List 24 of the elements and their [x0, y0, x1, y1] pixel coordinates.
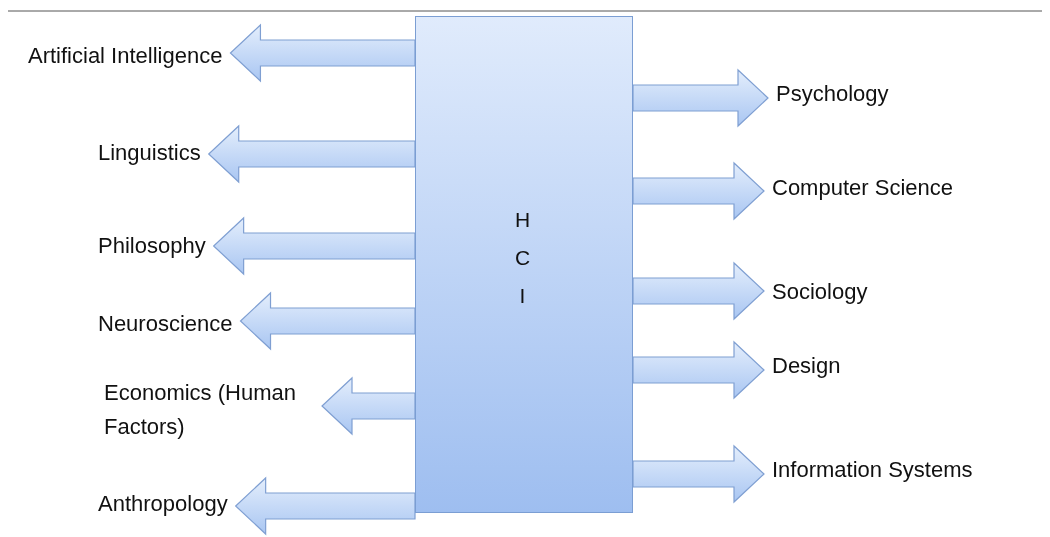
discipline-label: Artificial Intelligence	[28, 39, 223, 72]
block-arrow	[632, 261, 765, 321]
discipline-label: Psychology	[776, 77, 889, 110]
panel-title: H C I	[513, 207, 532, 309]
block-arrow	[207, 124, 416, 184]
discipline-label: Economics (Human Factors)	[104, 376, 314, 445]
discipline-label: Philosophy	[98, 229, 206, 262]
block-arrow	[632, 161, 765, 221]
discipline-label: Sociology	[772, 275, 868, 308]
block-arrow	[632, 68, 769, 128]
discipline-label: Neuroscience	[98, 307, 233, 340]
discipline-label: Design	[772, 349, 841, 382]
block-arrow	[239, 291, 416, 351]
block-arrow	[212, 216, 416, 276]
discipline-label: Computer Science	[772, 171, 953, 204]
block-arrow	[229, 23, 416, 83]
block-arrow	[632, 340, 765, 400]
discipline-label: Information Systems	[772, 453, 973, 486]
hci-panel	[415, 16, 633, 513]
block-arrow	[234, 476, 416, 536]
block-arrow	[632, 444, 765, 504]
discipline-label: Anthropology	[98, 487, 228, 520]
block-arrow	[321, 376, 416, 436]
discipline-label: Linguistics	[98, 136, 201, 169]
